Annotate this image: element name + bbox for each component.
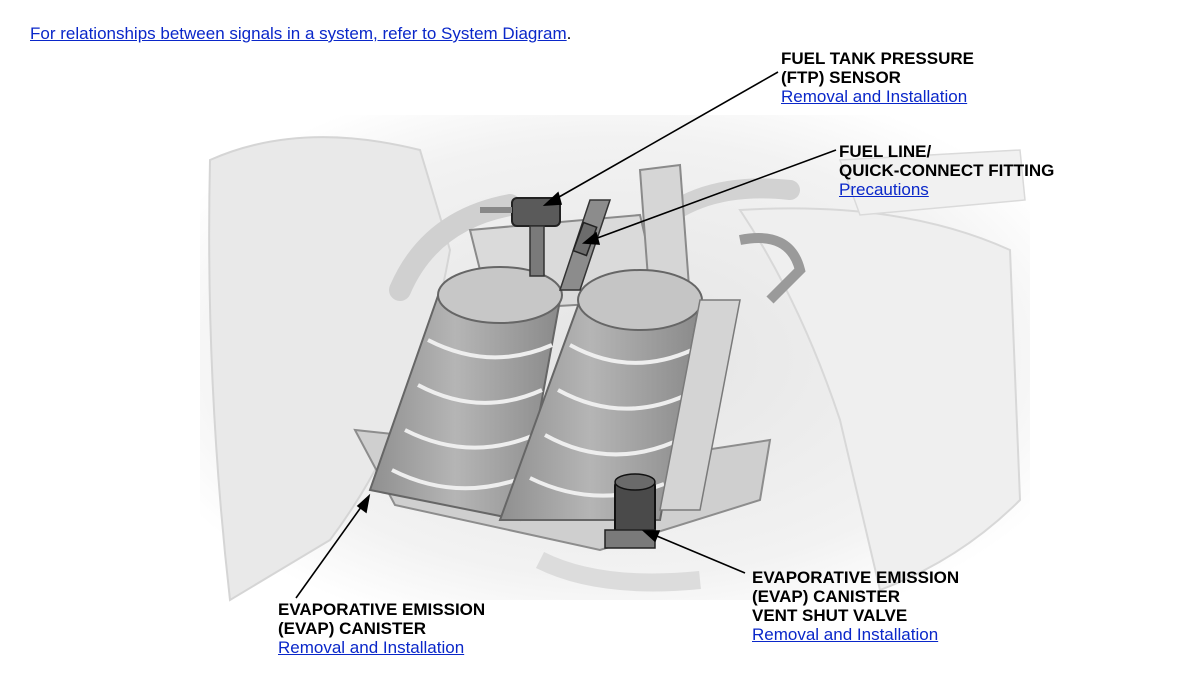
vent-shut-valve [604,473,656,549]
evap-canister-callout: EVAPORATIVE EMISSION (EVAP) CANISTER Rem… [278,600,485,657]
evap-canister-title-2: (EVAP) CANISTER [278,619,426,638]
intro-suffix: . [566,24,572,43]
canister-tube [659,233,806,511]
fuel-line-callout: FUEL LINE/ QUICK-CONNECT FITTING Precaut… [839,142,1054,199]
evap-canister-removal-link[interactable]: Removal and Installation [278,638,465,657]
evap-canister-arrowhead [356,493,371,514]
evap-canister-title-1: EVAPORATIVE EMISSION [278,600,486,619]
vent-valve-arrowhead [641,530,661,543]
vent-valve-removal-link[interactable]: Removal and Installation [752,625,939,644]
vent-valve-title-3: VENT SHUT VALVE [752,606,908,625]
intro-text: For relationships between signals in a s… [30,24,571,44]
vent-valve-callout: EVAPORATIVE EMISSION (EVAP) CANISTER VEN… [752,568,959,644]
fuel-line-precautions-link[interactable]: Precautions [839,180,929,199]
evap-canister-leader [295,502,365,599]
fuel-line-leader [591,149,837,241]
fuel-line-title-1: FUEL LINE/ [839,142,932,161]
system-diagram-link[interactable]: For relationships between signals in a s… [30,24,567,43]
evap-canister-right-cylinder [498,269,703,521]
vent-valve-title-2: (EVAP) CANISTER [752,587,900,606]
fuel-line-fitting [558,199,612,291]
ftp-sensor-leader [551,71,779,202]
fuel-line-title-2: QUICK-CONNECT FITTING [839,161,1055,180]
ftp-sensor-callout: FUEL TANK PRESSURE (FTP) SENSOR Removal … [781,49,974,106]
evap-canister-left-cylinder [368,266,563,522]
ftp-sensor-title-2: (FTP) SENSOR [781,68,901,87]
fuel-line-arrowhead [581,231,601,245]
vent-valve-leader [651,533,746,574]
vent-valve-title-1: EVAPORATIVE EMISSION [752,568,960,587]
background-scene [200,115,1030,602]
ftp-sensor-removal-link[interactable]: Removal and Installation [781,87,968,106]
ftp-sensor-arrowhead [542,191,563,206]
ftp-sensor-title-1: FUEL TANK PRESSURE [781,49,975,68]
leader-lines [295,71,837,599]
